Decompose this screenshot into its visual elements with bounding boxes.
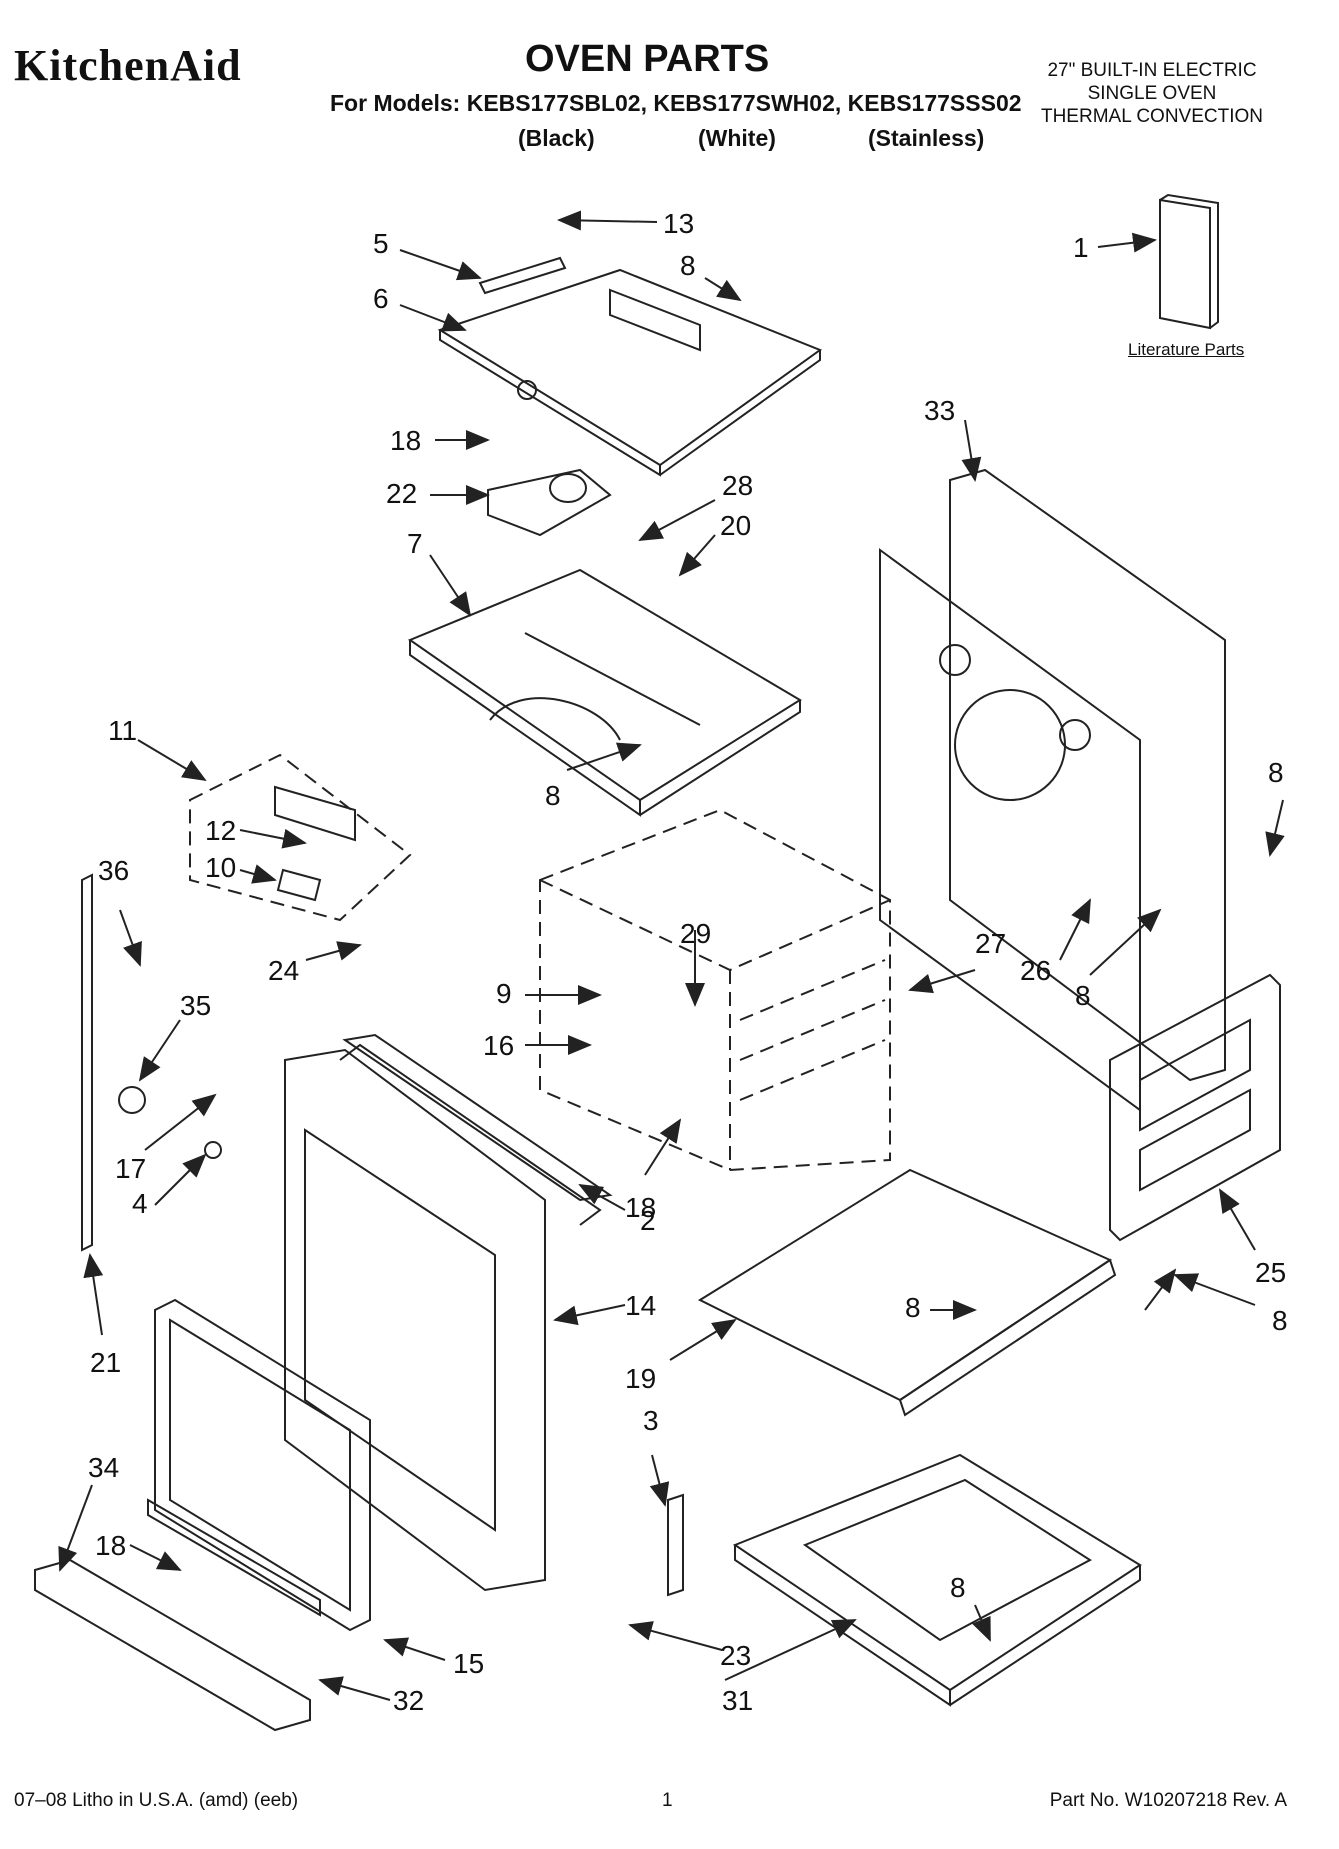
- callout-21: 21: [90, 1347, 122, 1378]
- variant-white: (White): [698, 125, 776, 151]
- page-title: OVEN PARTS: [525, 38, 770, 80]
- callout-28: 28: [722, 470, 754, 501]
- callout-6: 6: [373, 283, 389, 314]
- callout-8-rear: 8: [1075, 980, 1091, 1011]
- callout-26: 26: [1020, 955, 1052, 986]
- callout-8-bottom-panel: 8: [545, 780, 561, 811]
- callout-25: 25: [1255, 1257, 1287, 1288]
- callout-32: 32: [393, 1685, 425, 1716]
- callout-27: 27: [975, 928, 1007, 959]
- connector-group: [189, 753, 412, 922]
- top-panel: [437, 256, 823, 477]
- oven-cavity: [539, 808, 891, 1172]
- side-panel: [1109, 973, 1281, 1242]
- brand-logo: KitchenAid: [14, 41, 242, 90]
- callout-1: 1: [1073, 232, 1089, 263]
- callout-8-top: 8: [680, 250, 696, 281]
- callout-18-trim: 18: [95, 1530, 127, 1561]
- callout-33: 33: [924, 395, 956, 426]
- callout-3: 3: [643, 1405, 659, 1436]
- callout-36: 36: [98, 855, 130, 886]
- thermostat-bracket: [487, 468, 612, 537]
- product-type-line-1: 27" BUILT-IN ELECTRIC: [1047, 60, 1257, 81]
- callout-18-top: 18: [390, 425, 422, 456]
- footer-page-number: 1: [662, 1790, 673, 1811]
- bottom-panel: [407, 568, 802, 817]
- vent-trim: [34, 1498, 321, 1732]
- callout-15: 15: [453, 1648, 485, 1679]
- variant-stainless: (Stainless): [868, 125, 985, 151]
- callout-10: 10: [205, 852, 237, 883]
- footer-part-number: Part No. W10207218 Rev. A: [1049, 1790, 1287, 1811]
- callout-2: 2: [640, 1205, 656, 1236]
- callout-8-side: 8: [1272, 1305, 1288, 1336]
- callout-18-cavity: 18: [625, 1192, 657, 1223]
- product-type-line-3: THERMAL CONVECTION: [1040, 106, 1264, 127]
- footer-litho: 07–08 Litho in U.S.A. (amd) (eeb): [14, 1790, 299, 1811]
- callout-24: 24: [268, 955, 300, 986]
- callout-16: 16: [483, 1030, 515, 1061]
- callout-22: 22: [386, 478, 418, 509]
- door-frame: [284, 1033, 613, 1592]
- variant-black: (Black): [518, 125, 595, 151]
- callout-31: 31: [722, 1685, 754, 1716]
- callout-4: 4: [132, 1188, 148, 1219]
- callout-17: 17: [115, 1153, 147, 1184]
- callout-7: 7: [407, 528, 423, 559]
- callout-8-divider: 8: [905, 1292, 921, 1323]
- callout-8-rear-right: 8: [1268, 757, 1284, 788]
- models-line: For Models: KEBS177SBL02, KEBS177SWH02, …: [330, 90, 1022, 116]
- rear-panel: [879, 468, 1226, 1112]
- divider-panel: [697, 1168, 1117, 1417]
- callout-35: 35: [180, 990, 212, 1021]
- callout-12: 12: [205, 815, 237, 846]
- literature-booklet: [1159, 193, 1219, 330]
- side-rail: [81, 873, 222, 1252]
- callout-34: 34: [88, 1452, 120, 1483]
- callout-19: 19: [625, 1363, 657, 1394]
- product-type-line-2: SINGLE OVEN: [1087, 83, 1217, 104]
- callout-5: 5: [373, 228, 389, 259]
- literature-parts-label: Literature Parts: [1128, 340, 1245, 359]
- callout-11: 11: [108, 715, 138, 746]
- callout-13: 13: [663, 208, 695, 239]
- callout-14: 14: [625, 1290, 657, 1321]
- callout-8-tray: 8: [950, 1572, 966, 1603]
- callout-9: 9: [496, 978, 512, 1009]
- callout-20: 20: [720, 510, 752, 541]
- callout-23: 23: [720, 1640, 752, 1671]
- callout-29: 29: [680, 918, 712, 949]
- door-gasket: [154, 1298, 371, 1632]
- callout-leaders: [58, 210, 1285, 1701]
